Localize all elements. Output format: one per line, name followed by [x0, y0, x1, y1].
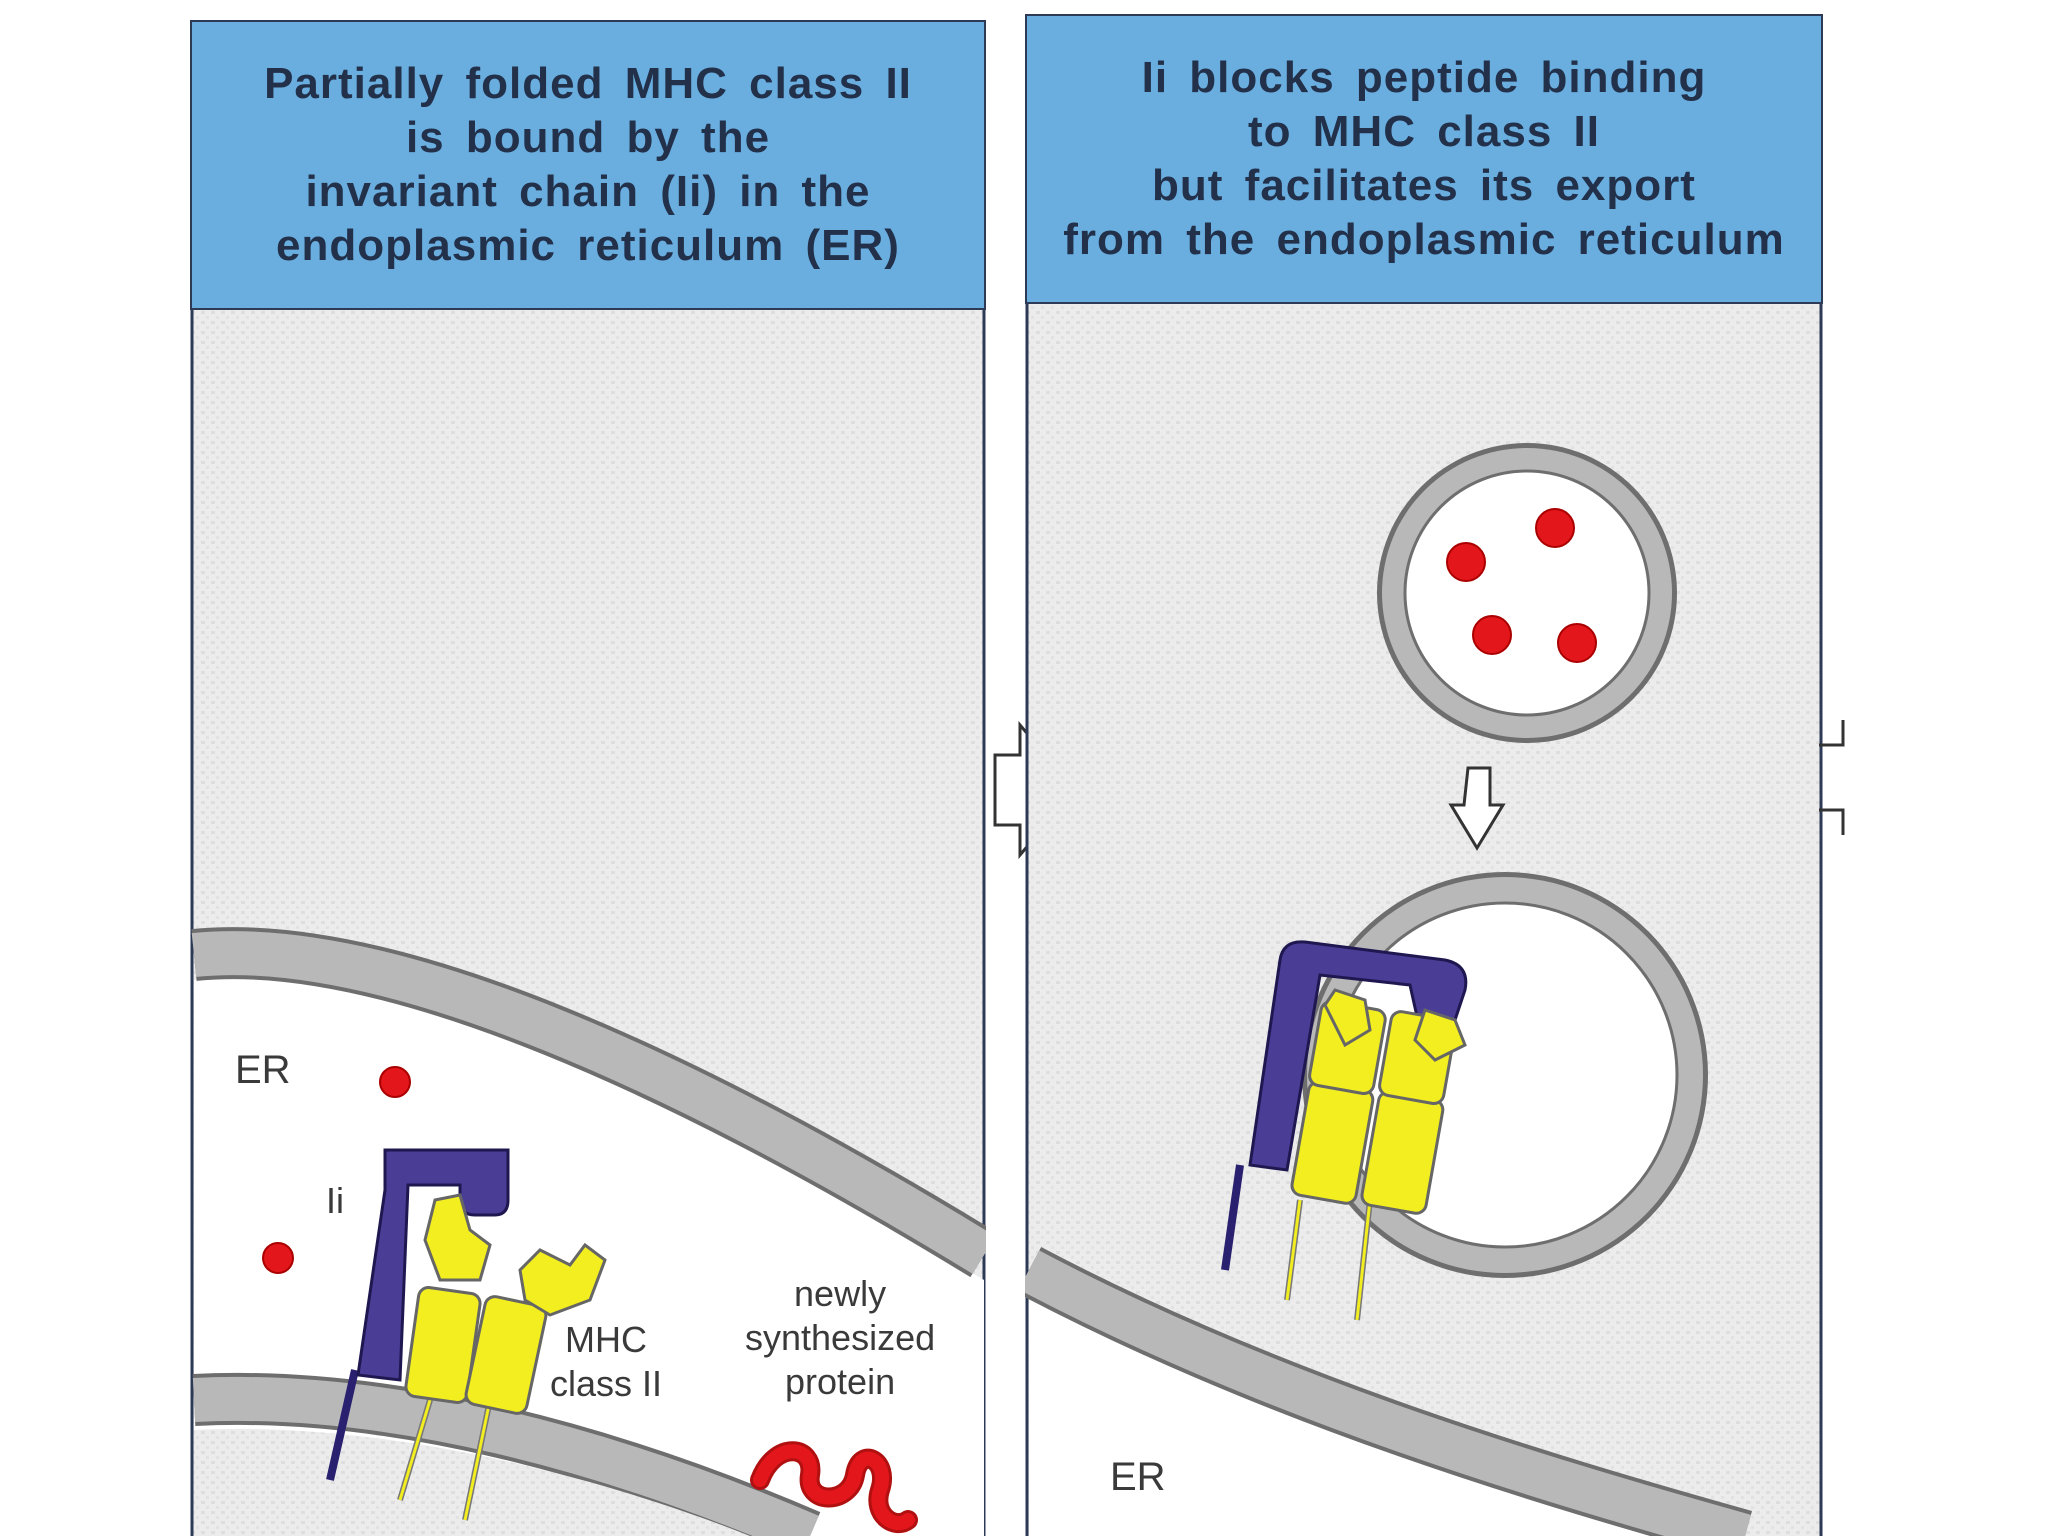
peptide-dot [1446, 542, 1486, 582]
er-label-left: ER [235, 1048, 291, 1092]
mhc-class-ii-shape [397, 1193, 607, 1521]
peptide-dot [379, 1066, 411, 1098]
down-arrow-icon [1448, 766, 1506, 851]
panel-left-scene [190, 298, 986, 1536]
panel-right-scene [1025, 293, 1823, 1536]
er-membrane-lower [192, 1376, 819, 1536]
panel-right-header: Ii blocks peptide binding to MHC class I… [1025, 14, 1823, 304]
er-lumen-right [1029, 1270, 1745, 1536]
peptide-dot [262, 1242, 294, 1274]
panel-right-header-text: Ii blocks peptide binding to MHC class I… [1063, 53, 1785, 264]
newly-synthesized-protein-label: newly synthesized protein [745, 1273, 936, 1402]
peptide-dot [1535, 508, 1575, 548]
panel-left-header-text: Partially folded MHC class II is bound b… [264, 59, 912, 270]
er-label-right: ER [1110, 1455, 1166, 1499]
mhc-class-ii-label: MHC class II [550, 1319, 663, 1404]
panel-left-header: Partially folded MHC class II is bound b… [190, 20, 986, 310]
newly-synthesized-protein-core [753, 1444, 915, 1531]
peptide-dot [1472, 615, 1512, 655]
panel-right: Ii blocks peptide binding to MHC class I… [1025, 0, 1823, 1536]
vesicle-top-lumen [1403, 469, 1651, 717]
ii-label: Ii [326, 1180, 344, 1221]
er-membrane-upper [191, 931, 986, 1274]
mhc-ii-complex-shape [1221, 940, 1468, 1321]
panel-left: Partially folded MHC class II is bound b… [190, 0, 986, 1536]
er-membrane-right [1025, 1250, 1751, 1536]
next-panel-arrow-icon [1819, 720, 1845, 835]
peptide-dot [1557, 623, 1597, 663]
